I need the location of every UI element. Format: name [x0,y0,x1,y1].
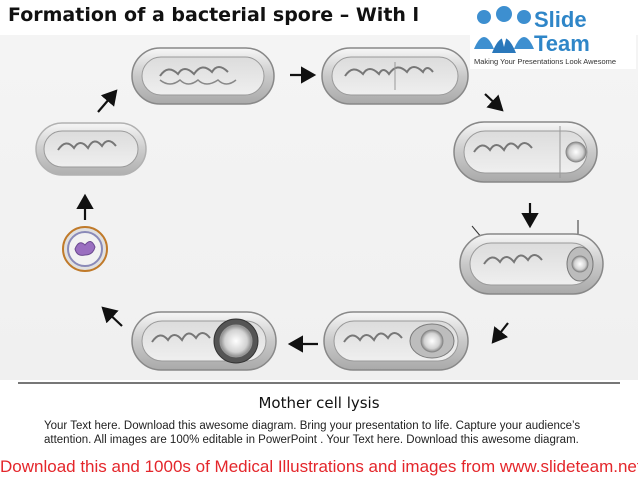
cell-stage-5 [323,311,469,371]
arrow-4 [491,322,509,344]
cell-stage-4 [459,220,604,295]
cell-stage-8 [35,122,147,176]
divider-line [18,382,620,384]
cell-stage-1 [131,47,275,105]
spore-formation-cycle [35,47,604,371]
free-spore [62,226,108,272]
logo-tagline: Making Your Presentations Look Awesome [474,57,617,66]
logo-name-line2: Team [534,31,590,56]
people-icon [474,6,534,53]
logo-name-line1: Slide [534,7,587,32]
arrow-6 [101,306,123,327]
slideteam-logo: Slide Team Making Your Presentations Loo… [470,3,636,69]
body-text: Your Text here. Download this awesome di… [44,420,581,446]
cell-stage-3 [453,121,598,183]
slide-title: Formation of a bacterial spore – With l [8,4,420,26]
footer-link[interactable]: Download this and 1000s of Medical Illus… [0,454,638,479]
arrow-8 [97,89,118,113]
diagram-caption: Mother cell lysis [258,394,380,412]
cell-stage-2 [321,47,469,105]
arrow-2 [484,93,504,112]
cell-stage-6 [131,311,277,371]
cycle-arrows [76,66,539,353]
